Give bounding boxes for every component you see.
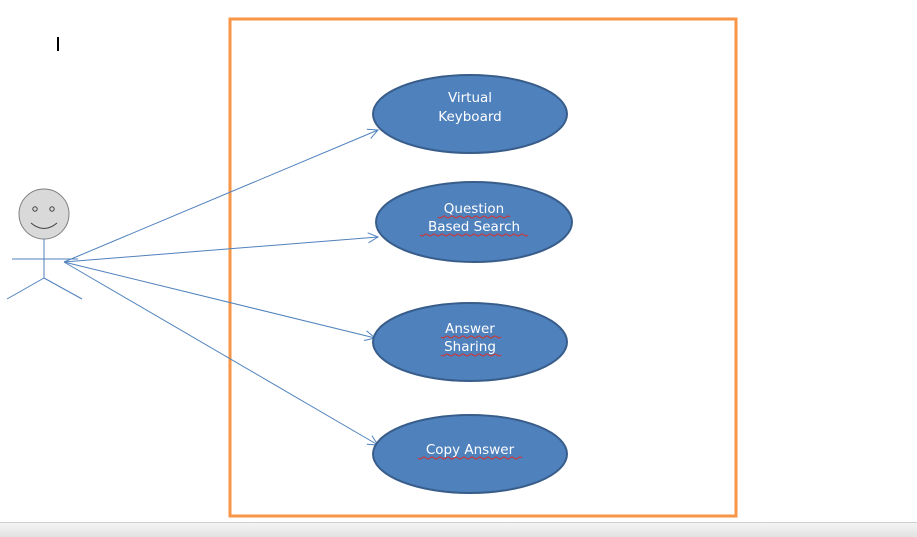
associations	[63, 130, 378, 445]
text-cursor	[57, 37, 59, 51]
actor-eye-left-icon	[32, 206, 38, 212]
actor-leg-right	[43, 277, 83, 300]
spellcheck-underline	[419, 233, 529, 237]
actor	[6, 188, 83, 300]
spellcheck-underline	[437, 215, 511, 219]
use-case-label-line2: Based Search	[428, 219, 520, 235]
use-case-ellipse	[375, 181, 573, 263]
use-case-ellipse	[372, 302, 568, 382]
use-case-ellipse	[372, 74, 568, 154]
spellcheck-underline	[440, 353, 502, 357]
use-case-question-based-search[interactable]: Question Based Search	[375, 181, 573, 263]
system-boundary	[228, 17, 738, 518]
use-case-copy-answer[interactable]: Copy Answer	[372, 414, 568, 494]
use-case-ellipse	[372, 414, 568, 494]
use-case-label-line1: Virtual	[448, 90, 492, 106]
association-virtual-keyboard	[63, 130, 378, 263]
association-copy-answer	[63, 261, 378, 445]
use-case-label-line1: Copy Answer	[426, 442, 515, 458]
actor-smile-icon	[30, 222, 58, 229]
association-answer-sharing	[63, 261, 375, 338]
actor-eye-right-icon	[49, 206, 55, 212]
use-case-label-line1: Question	[444, 201, 504, 217]
spellcheck-underline	[440, 335, 502, 339]
bottom-scroll-bar[interactable]	[0, 522, 917, 537]
actor-leg-left	[6, 277, 45, 300]
use-case-label-line2: Keyboard	[438, 109, 501, 125]
spellcheck-underline	[417, 456, 523, 460]
use-case-label-line1: Answer	[445, 321, 495, 337]
association-question-based-search	[63, 237, 378, 263]
actor-head-icon	[18, 188, 70, 240]
use-case-answer-sharing[interactable]: Answer Sharing	[372, 302, 568, 382]
use-case-virtual-keyboard[interactable]: Virtual Keyboard	[372, 74, 568, 154]
use-case-label-line2: Sharing	[444, 339, 496, 355]
